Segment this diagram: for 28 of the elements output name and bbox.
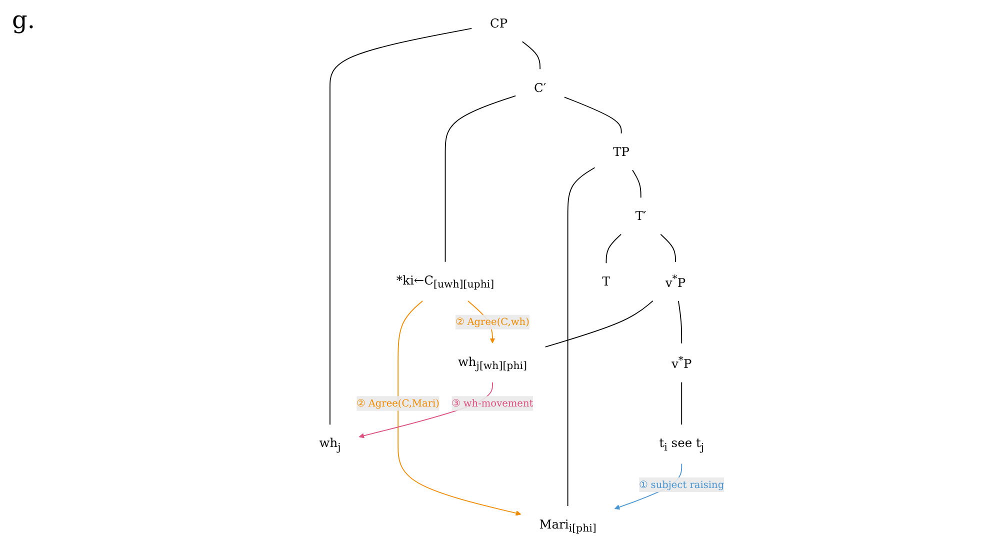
edge-label: ② Agree(C,wh) <box>456 316 530 328</box>
node-text: v$^{*}$P <box>671 354 692 372</box>
connector <box>564 96 622 134</box>
connector <box>522 41 540 70</box>
node-text: C′ <box>534 80 546 95</box>
node-text: CP <box>490 16 508 31</box>
edge-label: ③ wh-movement <box>452 397 534 409</box>
node-text: v$^{*}$P <box>665 272 686 290</box>
connector <box>330 28 472 426</box>
connector <box>678 300 682 344</box>
node-text: wh$_{j[wh][phi]}$ <box>458 354 527 372</box>
edge-label: ① subject raising <box>639 478 724 490</box>
node-text: T <box>602 274 610 289</box>
node-text: Mari$_{i[phi]}$ <box>539 516 596 534</box>
connector <box>544 300 654 348</box>
connector <box>681 382 682 426</box>
node-text: *ki←C$_{[uwh][uphi]}$ <box>396 272 494 290</box>
connector <box>444 95 516 262</box>
node-text: TP <box>613 144 630 160</box>
connector <box>606 234 622 264</box>
connector <box>567 167 596 506</box>
connector <box>632 170 642 198</box>
example-number: g. <box>12 6 35 34</box>
node-text: wh$_{j}$ <box>319 436 341 453</box>
edge-label: ② Agree(C,Mari) <box>356 397 440 409</box>
connector <box>660 234 676 262</box>
node-text: t$_{i}$ see t$_{j}$ <box>659 436 704 453</box>
node-text: T′ <box>635 208 646 224</box>
